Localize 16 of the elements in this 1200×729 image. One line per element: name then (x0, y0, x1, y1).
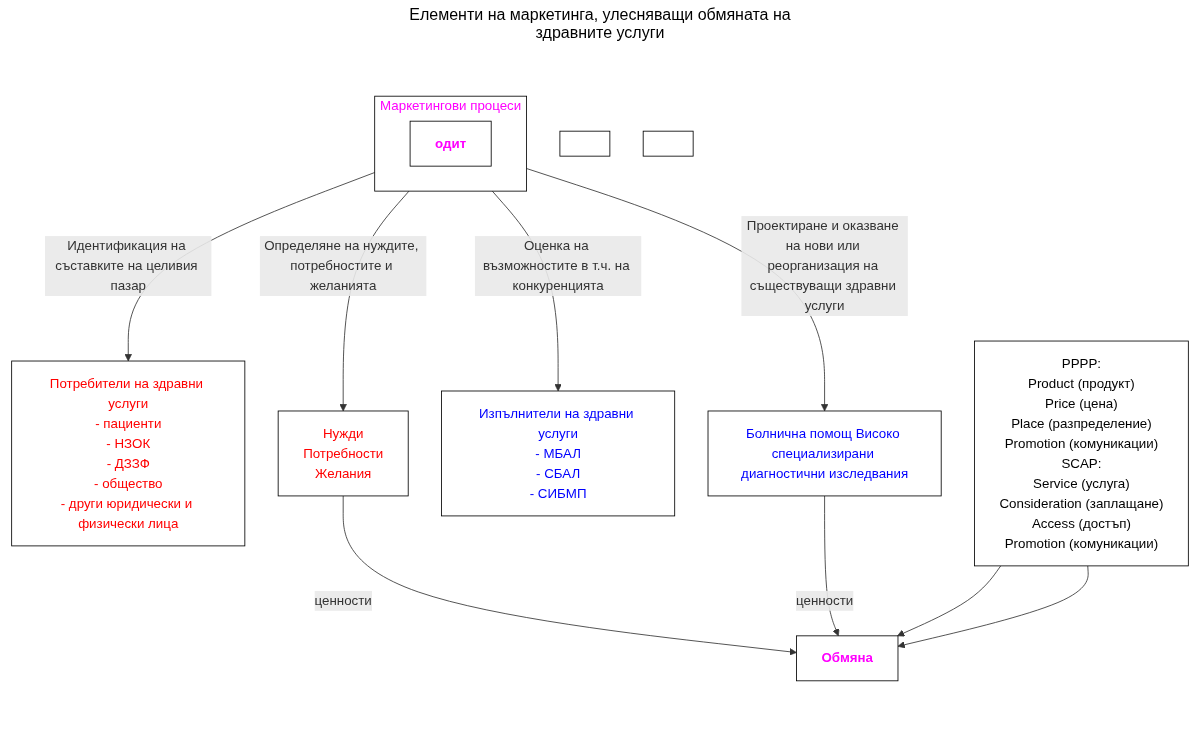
note-text: Елементи на маркетинга, улесняващи обмяната на здравните услуги (408, 6, 792, 42)
edge-label: Определяне на нуждите, потребностите и желанията (264, 238, 419, 293)
node-box: Болнична помощ Високо специализирани диагностични изследвания (707, 410, 942, 497)
node-box (642, 130, 694, 157)
node-box: Обмяна (796, 635, 899, 682)
node-box (559, 130, 611, 157)
node-box: Нужди Потребности Желания (277, 410, 409, 497)
node-box: одит (409, 120, 492, 167)
edge-label: Идентификация на съставките на целивия пазар (55, 238, 198, 293)
node-box: PPPP: Product (продукт) Price (цена) Place (разпределение) Promotion (комуникации) SCAP: Service (услуга) Consideration (заплащане) Access (достъп) Promotion (комуникации) (974, 340, 1189, 567)
edge-label: ценности (314, 593, 372, 608)
edge-label: Оценка на възможностите в т.ч. на конкуренцията (482, 238, 630, 293)
edge-label: Проектиране и оказване на нови или реорганизация на съществуващи здравни услуги (746, 218, 899, 313)
node-box: Потребители на здравни услуги - пациенти - НЗОК - ДЗЗФ - общество - други юридически и физически лица (11, 360, 246, 547)
node-box: Изпълнители на здравни услуги - МБАЛ - СБАЛ - СИБМП (441, 390, 676, 517)
edge-label: ценности (795, 593, 854, 608)
